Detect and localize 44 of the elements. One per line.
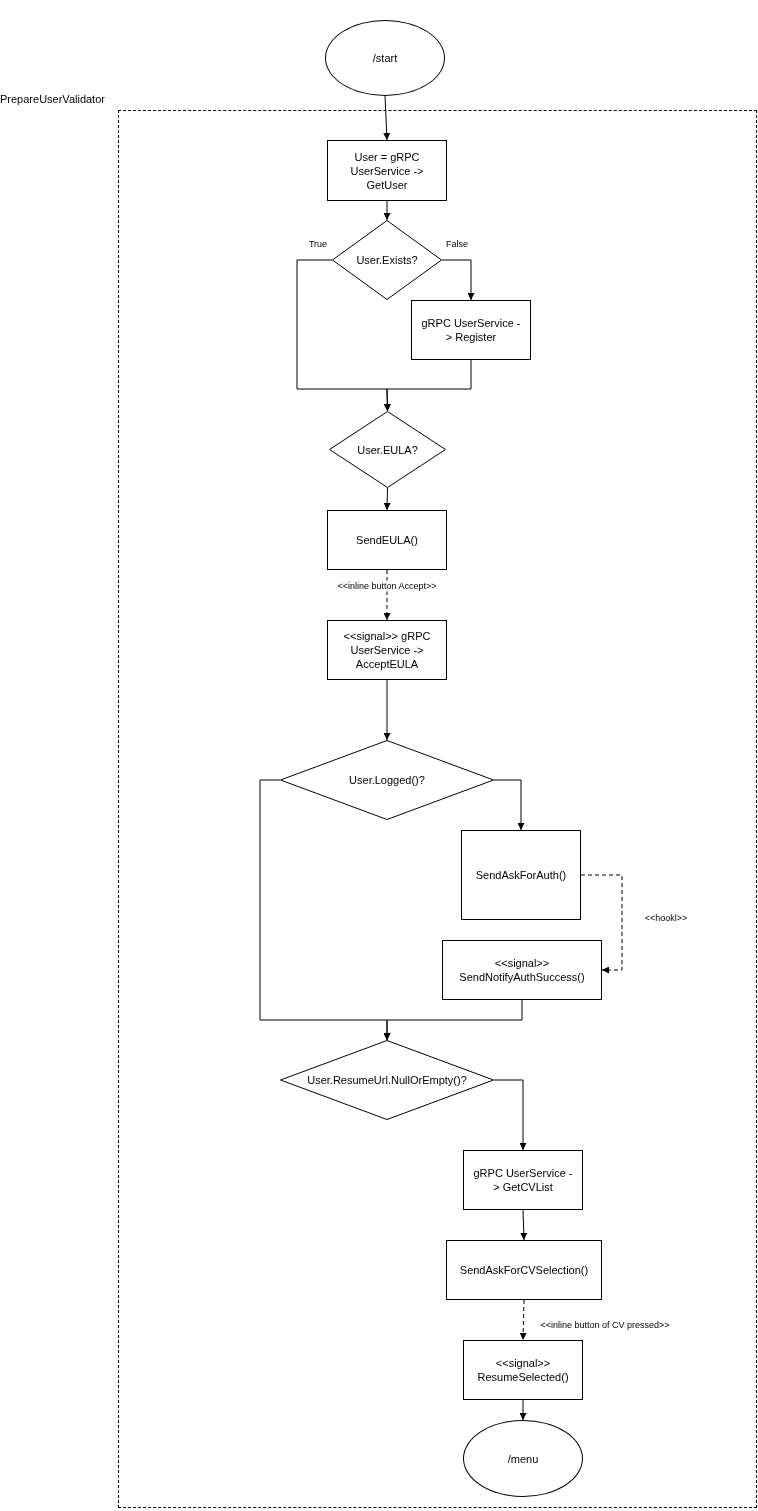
group-title: PrepareUserValidator: [0, 92, 105, 106]
edge-label: True: [307, 238, 329, 250]
edge-label: <<inline button of CV pressed>>: [539, 1319, 671, 1331]
process-box: [442, 940, 602, 1000]
edge-label: <<inline button Accept>>: [336, 580, 438, 592]
node-text: <<signal>> SendNotifyAuthSuccess(): [458, 956, 586, 984]
node-text: gRPC UserService -> Register: [420, 316, 522, 344]
arrow: [383, 487, 391, 511]
arrow: [441, 259, 475, 301]
node-text: /menu: [506, 1451, 540, 1466]
process-box: [327, 510, 447, 570]
process-box: [327, 140, 447, 201]
dashed-arrow: [383, 569, 391, 621]
arrow: [519, 1399, 527, 1421]
arrow: [493, 779, 525, 831]
process-box: [461, 830, 581, 920]
process-box: [463, 1150, 583, 1210]
arrow: [493, 1079, 527, 1151]
arrow: [383, 999, 523, 1041]
node-text: gRPC UserService -> GetCVList: [472, 1166, 574, 1194]
process-box: [411, 300, 531, 360]
dashed-arrow: [580, 874, 623, 974]
process-box: [327, 620, 447, 680]
process-box: [446, 1240, 602, 1300]
node-text: <<signal>> ResumeSelected(): [476, 1356, 570, 1384]
edge-label: <<hookl>>: [643, 912, 689, 924]
dashed-arrow: [519, 1299, 527, 1341]
arrow: [383, 95, 391, 141]
node-text: User.Exists?: [355, 253, 419, 267]
node-text: SendAskForAuth(): [474, 868, 568, 882]
node-text: User.EULA?: [356, 442, 419, 457]
node-text: SendAskForCVSelection(): [458, 1263, 590, 1277]
arrow: [383, 359, 472, 412]
node-text: User.ResumeUrl.NullOrEmpty()?: [306, 1073, 468, 1087]
node-text: /start: [371, 51, 399, 65]
node-text: SendEULA(): [355, 533, 419, 547]
node-text: <<signal>> gRPC UserService -> AcceptEULA: [342, 629, 432, 671]
arrow: [383, 200, 391, 221]
edge-label: False: [445, 238, 469, 250]
arrow: [520, 1209, 528, 1241]
node-text: User = gRPC UserService -> GetUser: [349, 149, 425, 192]
process-box: [463, 1340, 583, 1400]
arrow: [383, 679, 391, 741]
node-text: User.Logged()?: [348, 773, 426, 787]
